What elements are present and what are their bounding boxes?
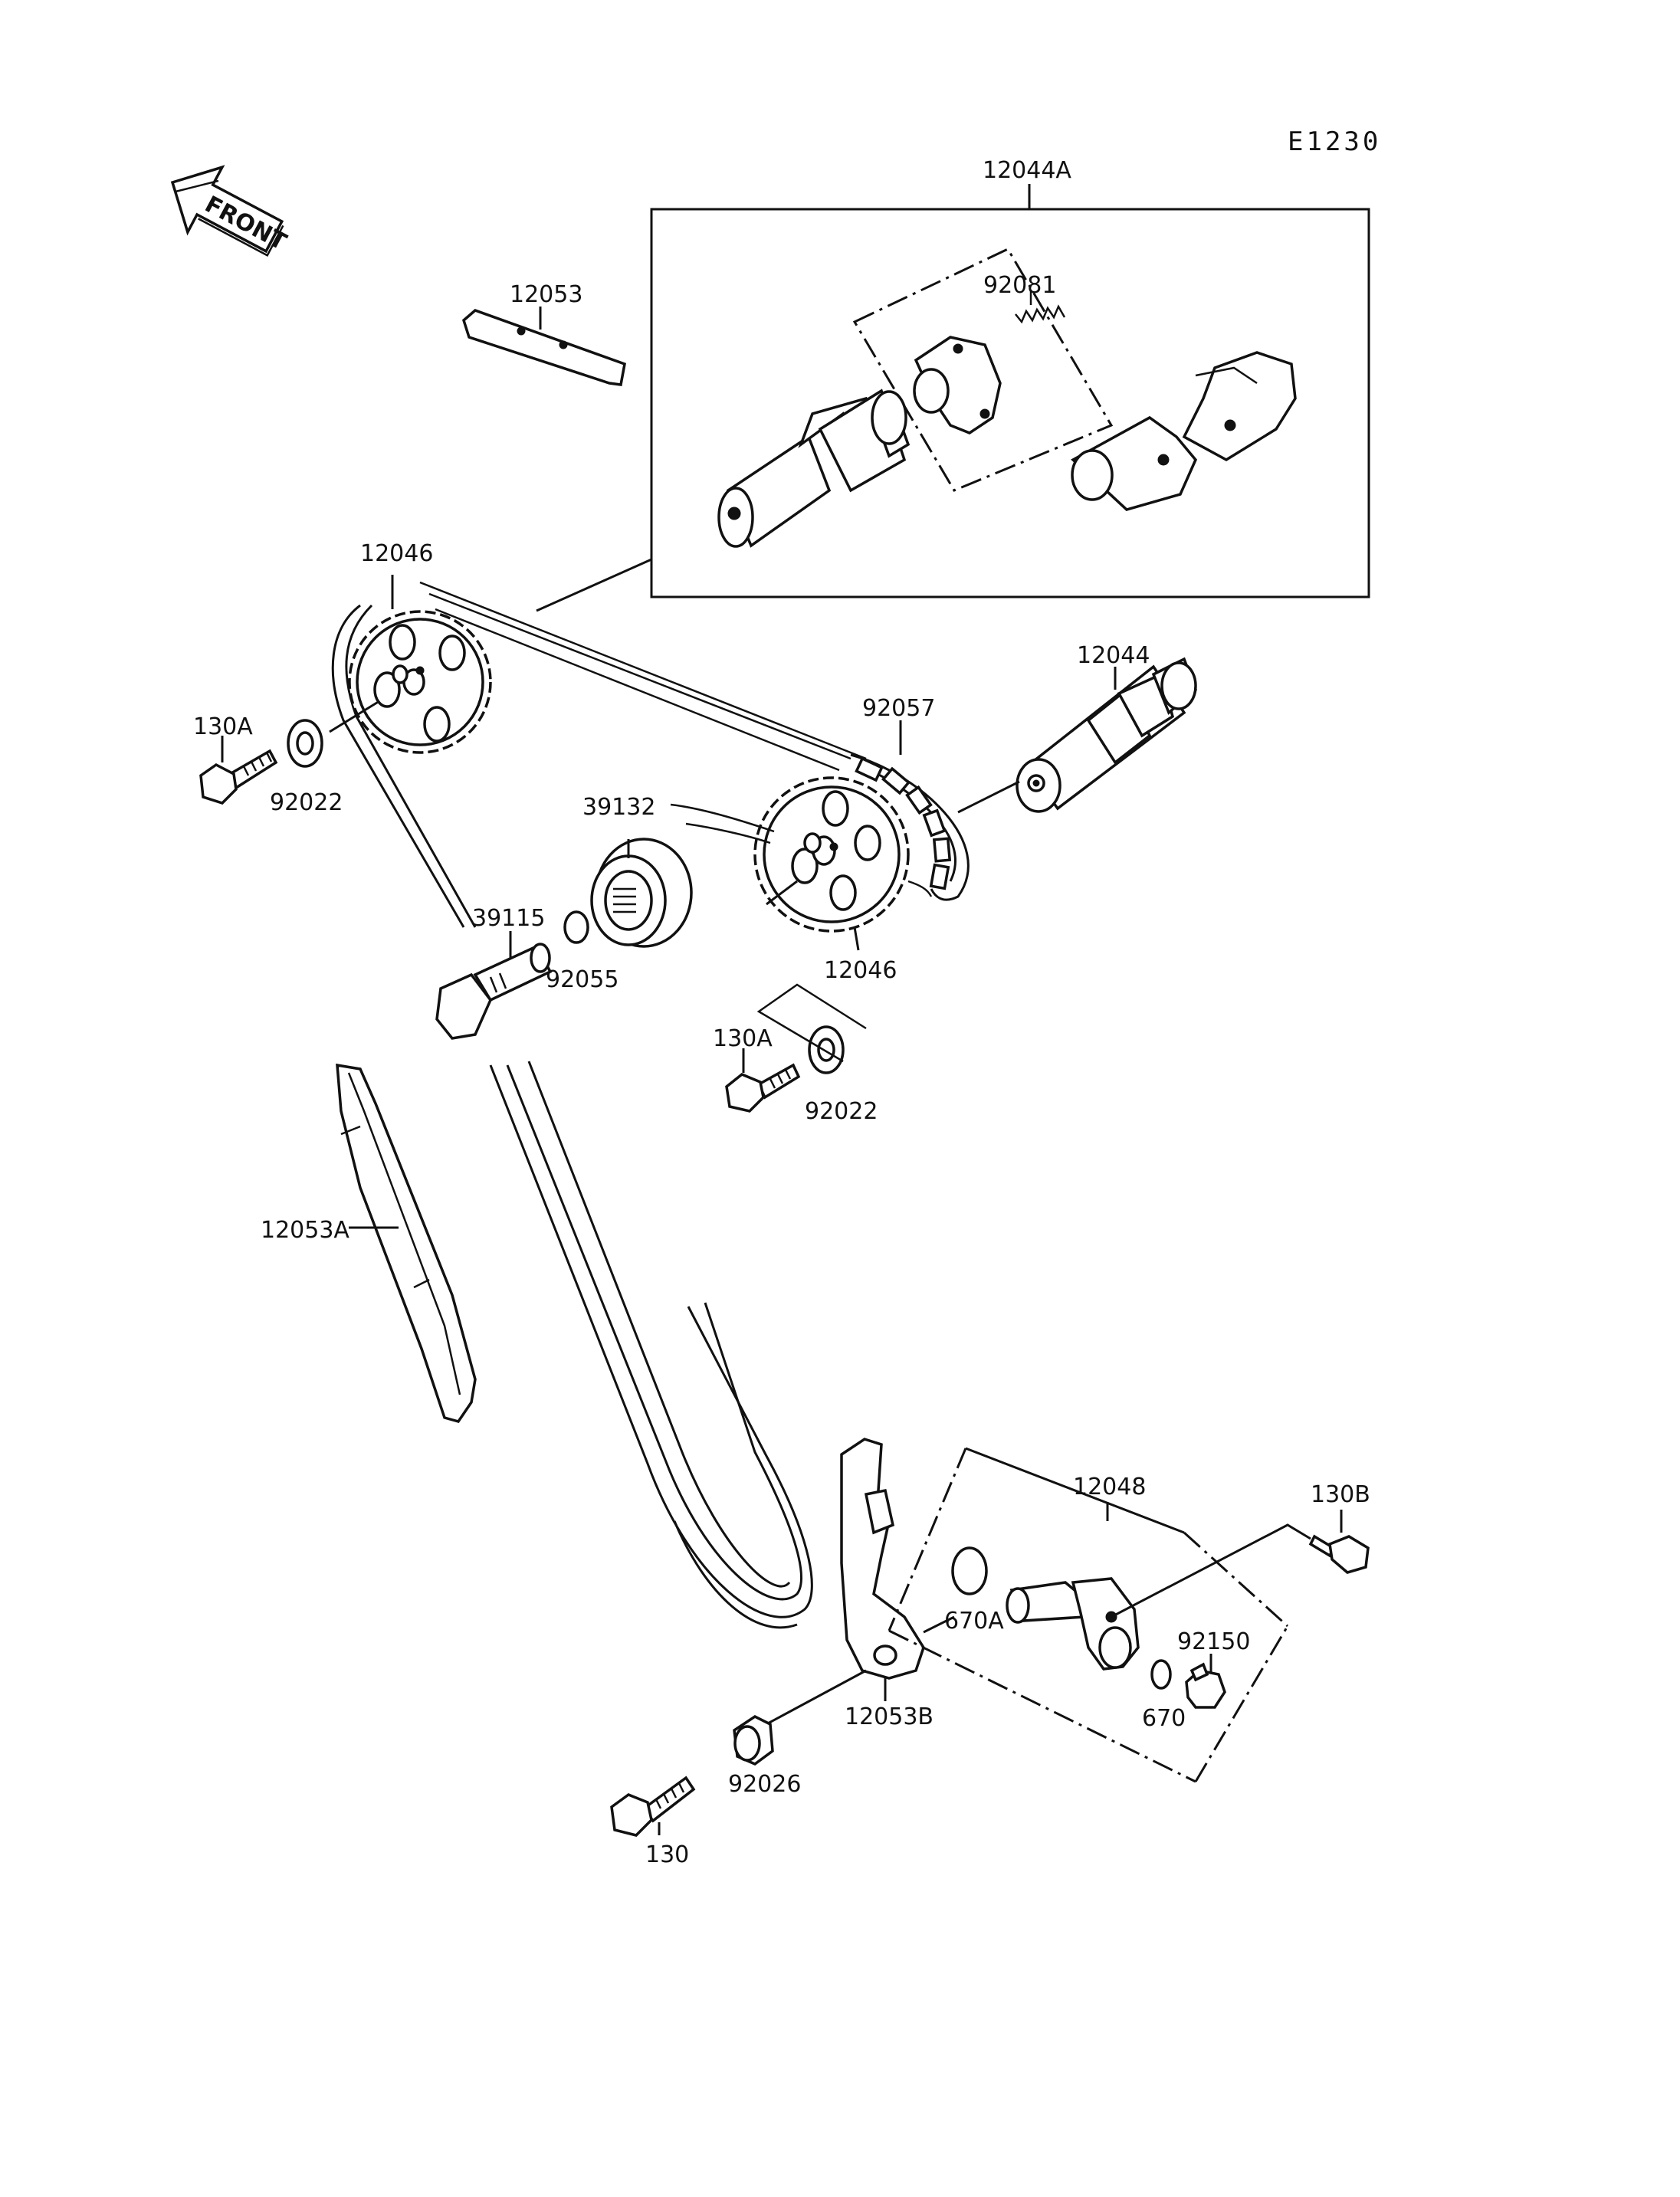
label-92022-left: 92022 xyxy=(270,789,343,816)
camshaft-sprocket-top-part: 12046 xyxy=(329,540,492,754)
front-arrow-icon: FRONT xyxy=(170,165,291,257)
label-39115: 39115 xyxy=(472,905,545,932)
collar-92026-part: 92026 xyxy=(728,1714,801,1798)
camshaft-assembly-part xyxy=(717,389,911,548)
decompressor-lever-part xyxy=(1071,351,1297,511)
tensioner-assembly-box: 12048 670A 670 92150 xyxy=(888,1447,1289,1783)
o-ring-92055-part: 92055 xyxy=(546,910,619,993)
label-92055: 92055 xyxy=(546,966,619,993)
idler-sprocket-39132-part: 39132 xyxy=(582,794,693,948)
washer-92022-mid-part: 92022 xyxy=(756,983,878,1125)
label-670A: 670A xyxy=(944,1608,1004,1635)
chain-guide-12053A-part: 12053A xyxy=(261,1063,477,1424)
shaft-39115-part: 39115 xyxy=(435,905,553,1040)
bolt-92150-part xyxy=(1185,1654,1226,1709)
label-130B: 130B xyxy=(1311,1481,1370,1508)
label-92081: 92081 xyxy=(983,272,1056,299)
label-12053A: 12053A xyxy=(261,1217,349,1244)
label-92150: 92150 xyxy=(1177,1628,1250,1655)
o-ring-670A-part xyxy=(951,1546,988,1595)
camshaft-assembly-box: 12044A 92081 xyxy=(536,157,1370,612)
label-92026: 92026 xyxy=(728,1771,801,1798)
label-12044: 12044 xyxy=(1077,642,1150,669)
chain-links xyxy=(855,756,952,890)
bolt-130A-left-part: 130A xyxy=(193,713,278,805)
bolt-130A-mid-part: 130A xyxy=(713,1025,801,1113)
label-12053B: 12053B xyxy=(845,1703,934,1730)
diagram-code: E1230 xyxy=(1288,126,1381,157)
decompressor-part xyxy=(913,336,1002,434)
tensioner-body-part xyxy=(1006,1577,1140,1671)
label-130A-mid: 130A xyxy=(713,1025,773,1052)
label-12044A: 12044A xyxy=(983,157,1071,184)
label-12046-mid: 12046 xyxy=(824,957,897,984)
bolt-130-part: 130 xyxy=(610,1776,696,1868)
washer-92022-left-part: 92022 xyxy=(270,719,343,816)
label-12046-top: 12046 xyxy=(360,540,433,567)
label-130: 130 xyxy=(645,1841,689,1868)
label-92022-mid: 92022 xyxy=(805,1098,878,1125)
chain-guide-12053-part: 12053 xyxy=(461,281,626,386)
spring-92081-part xyxy=(1015,290,1066,324)
label-12048: 12048 xyxy=(1073,1474,1146,1500)
cam-chain-92057-part: 92057 xyxy=(331,581,970,1629)
camshaft-sprocket-mid-part: 12046 xyxy=(670,776,933,984)
camshaft-12044-part: 12044 xyxy=(957,642,1198,814)
label-130A-left: 130A xyxy=(193,713,253,740)
o-ring-670-part xyxy=(1150,1659,1172,1690)
bolt-130B-part: 130B xyxy=(1111,1481,1370,1618)
label-92057: 92057 xyxy=(862,695,935,722)
label-12053: 12053 xyxy=(510,281,582,308)
label-39132: 39132 xyxy=(582,794,655,821)
chain-guide-12053B-part: 12053B xyxy=(766,1438,955,1730)
label-670: 670 xyxy=(1142,1705,1186,1732)
